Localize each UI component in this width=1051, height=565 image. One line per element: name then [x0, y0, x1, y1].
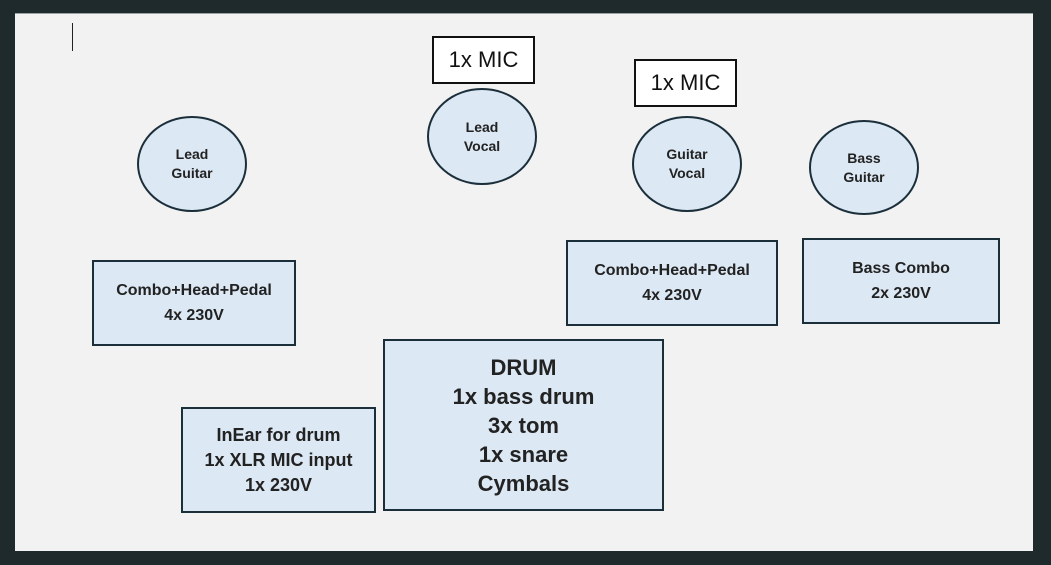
musician-label: Guitar Vocal [666, 146, 708, 181]
drum-bass-drum: 1x bass drum [452, 383, 595, 409]
drum-kit-box[interactable]: DRUM 1x bass drum 3x tom 1x snare Cymbal… [383, 339, 664, 511]
stage-plot-canvas: 1x MIC 1x MIC Lead Guitar Lead Vocal Gui… [15, 13, 1033, 551]
musician-label: Bass Guitar [843, 149, 885, 185]
mic-box-lead-vocal[interactable]: 1x MIC [432, 36, 535, 84]
musician-lead-vocal[interactable]: Lead Vocal [427, 88, 537, 185]
mic-label: 1x MIC [448, 47, 519, 72]
amp-lead-guitar[interactable]: Combo+Head+Pedal 4x 230V [92, 260, 296, 346]
amp-power: 2x 230V [871, 285, 931, 302]
amp-title: Combo+Head+Pedal [594, 262, 750, 279]
amp-guitar-vocal[interactable]: Combo+Head+Pedal 4x 230V [566, 240, 778, 326]
drum-toms: 3x tom [488, 412, 559, 438]
amp-power: 4x 230V [164, 307, 224, 324]
musician-guitar-vocal[interactable]: Guitar Vocal [632, 116, 742, 212]
inear-title: InEar for drum [216, 424, 341, 445]
amp-power: 4x 230V [642, 287, 702, 304]
mic-box-guitar-vocal[interactable]: 1x MIC [634, 59, 737, 107]
text-cursor [72, 23, 73, 51]
amp-title: Bass Combo [852, 260, 950, 277]
inear-power: 1x 230V [244, 474, 313, 495]
inear-drum-box[interactable]: InEar for drum 1x XLR MIC input 1x 230V [181, 407, 376, 513]
musician-label: Lead Guitar [171, 146, 213, 181]
musician-bass-guitar[interactable]: Bass Guitar [809, 120, 919, 215]
drum-cymbals: Cymbals [477, 470, 570, 496]
drum-snare: 1x snare [478, 441, 569, 467]
inear-xlr: 1x XLR MIC input [204, 449, 353, 470]
drum-title: DRUM [490, 354, 557, 380]
amp-bass[interactable]: Bass Combo 2x 230V [802, 238, 1000, 324]
mic-label: 1x MIC [650, 70, 721, 95]
musician-lead-guitar[interactable]: Lead Guitar [137, 116, 247, 212]
amp-title: Combo+Head+Pedal [116, 282, 272, 299]
musician-label: Lead Vocal [463, 118, 501, 154]
